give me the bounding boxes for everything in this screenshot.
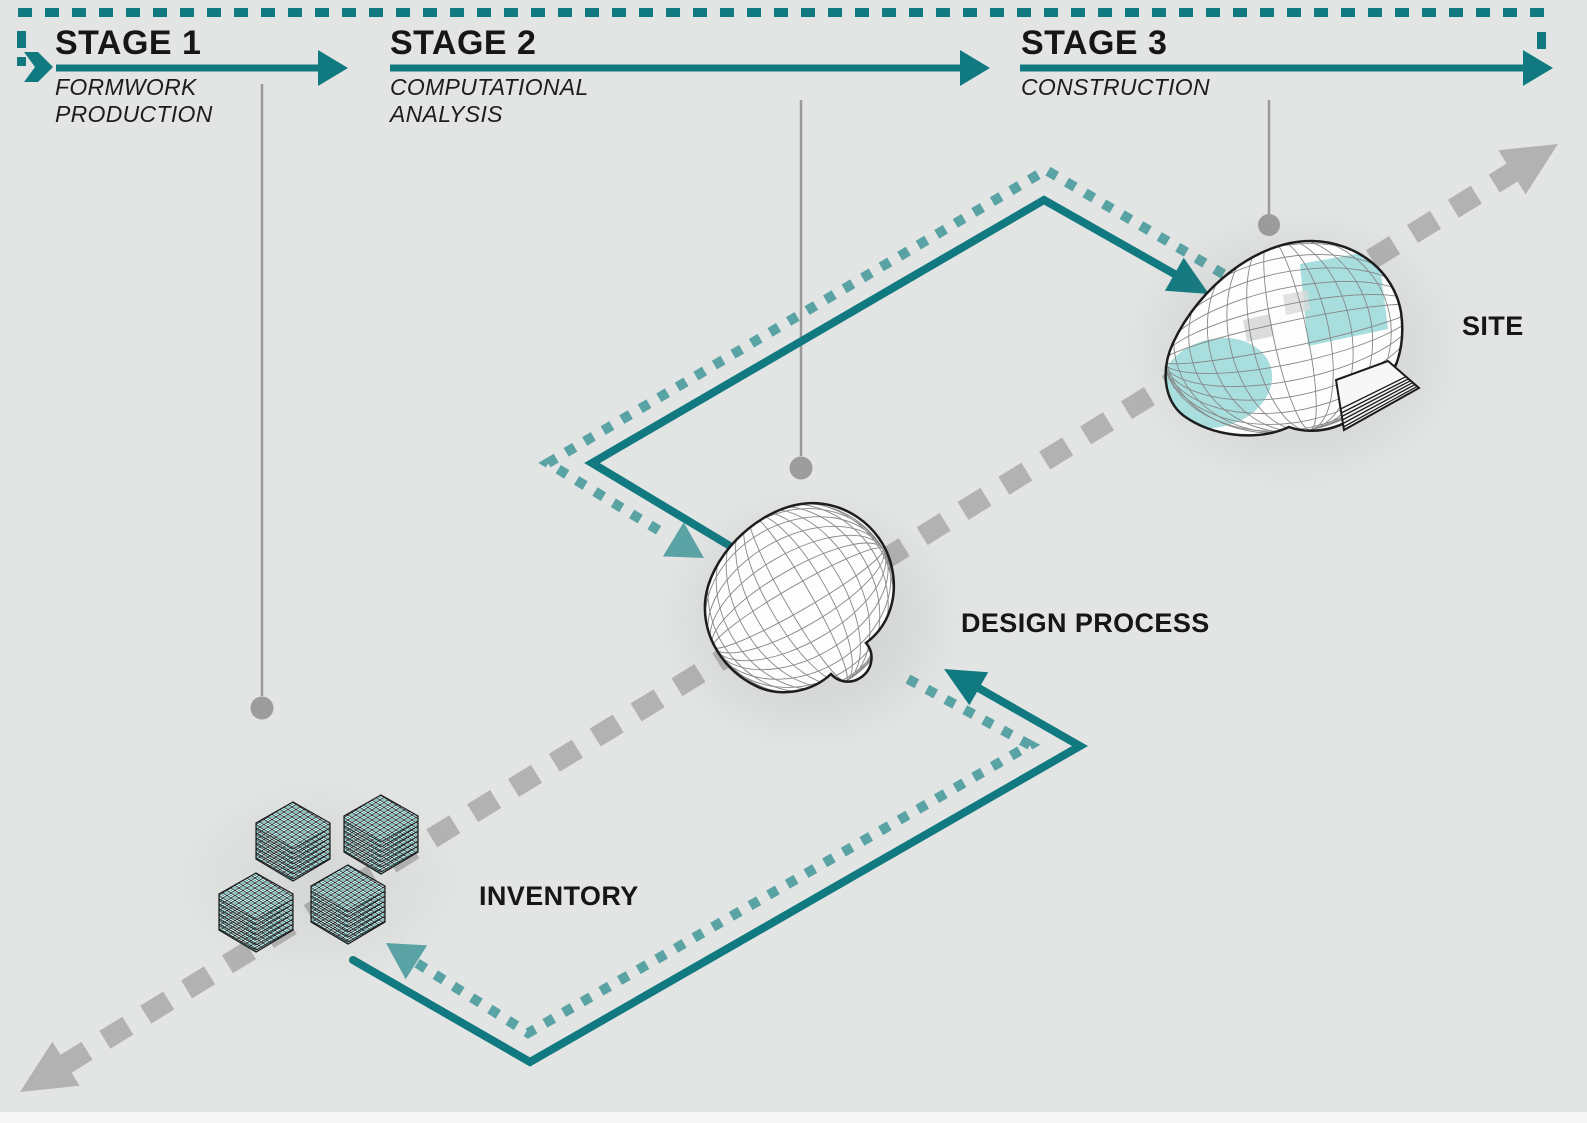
diagonal-arrowhead-bottom-left xyxy=(20,1041,80,1092)
site-teal-patch-top xyxy=(1300,250,1388,346)
site-blob xyxy=(1164,239,1421,437)
timeline-dashed-border xyxy=(17,8,1546,82)
stage-1-subtitle-line1: FORMWORK xyxy=(55,74,197,100)
stage-2-subtitle-line2: ANALYSIS xyxy=(390,101,503,127)
inventory-shadow xyxy=(168,775,468,985)
stage-1-subtitle: FORMWORK PRODUCTION xyxy=(55,74,213,128)
stage-3-title: STAGE 3 xyxy=(1021,24,1168,62)
stage-1-dropline-dot xyxy=(250,696,274,720)
page-bottom-strip xyxy=(0,1112,1587,1123)
stage-3-subtitle: CONSTRUCTION xyxy=(1021,74,1210,101)
stage-1-subtitle-line2: PRODUCTION xyxy=(55,101,213,127)
stage-2-title: STAGE 2 xyxy=(390,24,537,62)
solid-arrowhead-to-design xyxy=(944,669,989,706)
timeline-start-chevron-icon xyxy=(24,52,53,82)
design-process-label: DESIGN PROCESS xyxy=(961,608,1210,638)
stage-1-title: STAGE 1 xyxy=(55,24,202,62)
diagonal-arrowhead-top-right xyxy=(1498,144,1558,195)
stage-3-subtitle-line1: CONSTRUCTION xyxy=(1021,74,1210,100)
site-label: SITE xyxy=(1462,311,1524,341)
design-to-inventory-dotted-arrow xyxy=(386,674,1041,1039)
inventory-label: INVENTORY xyxy=(479,881,639,911)
site-ramp xyxy=(1334,359,1421,432)
stage-2-subtitle: COMPUTATIONAL ANALYSIS xyxy=(390,74,589,128)
inventory-to-design-solid-arrow xyxy=(349,669,1089,1067)
stage-2-dropline-dot xyxy=(789,456,813,480)
stage-arrows xyxy=(56,50,1553,86)
site-teal-patch-left xyxy=(1165,337,1273,429)
stage-2-subtitle-line1: COMPUTATIONAL xyxy=(390,74,589,100)
